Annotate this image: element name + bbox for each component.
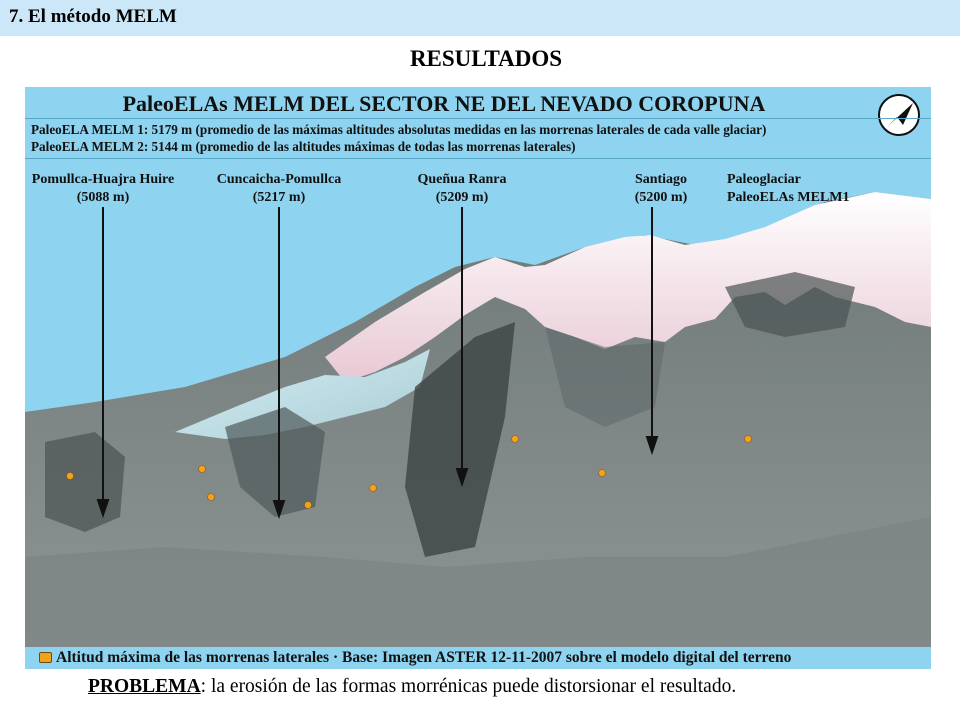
- valley-shadow-2: [225, 407, 325, 517]
- valley-name: Queñua Ranra: [417, 172, 507, 187]
- info-box: PaleoELA MELM 1: 5179 m (promedio de las…: [25, 118, 931, 159]
- moraine-marker: [207, 493, 215, 501]
- moraine-marker: [369, 484, 377, 492]
- valley-name: Cuncaicha-Pomullca: [216, 172, 342, 187]
- terrain-illustration: [25, 192, 931, 647]
- footer-note: PROBLEMA: la erosión de las formas morré…: [88, 676, 736, 698]
- figure-caption: Altitud máxima de las morrenas laterales…: [56, 649, 792, 666]
- north-arrow-icon: [878, 94, 920, 136]
- moraine-marker: [66, 472, 74, 480]
- arrow-head-cuncaicha: [272, 500, 286, 520]
- valley-label-santiago: Santiago (5200 m): [613, 171, 709, 207]
- legend-line: Paleoglaciar: [727, 172, 801, 187]
- moraine-marker: [304, 501, 312, 509]
- figure-caption-bar: Altitud máxima de las morrenas laterales…: [25, 647, 931, 669]
- paleoglaciar-legend-label: Paleoglaciar PaleoELAs MELM1: [727, 171, 850, 207]
- foreground-plain: [25, 517, 931, 647]
- terrain-figure: PaleoELAs MELM DEL SECTOR NE DEL NEVADO …: [25, 87, 931, 669]
- valley-shadow-1: [45, 432, 125, 532]
- valley-altitude: (5200 m): [634, 190, 688, 205]
- valley-name: Pomullca-Huajra Huire: [31, 172, 175, 187]
- problem-text: : la erosión de las formas morrénicas pu…: [200, 676, 737, 697]
- moraine-markers: [66, 435, 752, 509]
- info-line-melm1: PaleoELA MELM 1: 5179 m (promedio de las…: [31, 122, 767, 137]
- arrow-head-santiago: [645, 436, 659, 456]
- valley-label-quenua: Queñua Ranra (5209 m): [402, 171, 522, 207]
- valley-shadow-3: [405, 322, 515, 557]
- arrow-head-pomullca: [96, 499, 110, 519]
- ice-ridge: [175, 349, 430, 439]
- snow-cap: [325, 192, 931, 382]
- valley-name: Santiago: [634, 172, 688, 187]
- valley-shadow-4: [725, 272, 855, 337]
- slide-title: RESULTADOS: [409, 46, 563, 71]
- valley-label-pomullca: Pomullca-Huajra Huire (5088 m): [28, 171, 178, 207]
- section-header-bar: 7. El método MELM: [0, 0, 960, 36]
- valley-shadow-5: [545, 327, 665, 427]
- info-line-melm2: PaleoELA MELM 2: 5144 m (promedio de las…: [31, 139, 576, 154]
- figure-title: PaleoELAs MELM DEL SECTOR NE DEL NEVADO …: [122, 91, 766, 116]
- arrow-head-quenua: [455, 468, 469, 488]
- valley-arrows: [96, 207, 659, 520]
- moraine-marker: [744, 435, 752, 443]
- moraine-marker: [198, 465, 206, 473]
- valley-altitude: (5217 m): [252, 190, 306, 205]
- legend-line: PaleoELAs MELM1: [727, 190, 850, 205]
- moraine-marker: [511, 435, 519, 443]
- moraine-marker: [598, 469, 606, 477]
- valley-label-cuncaicha: Cuncaicha-Pomullca (5217 m): [209, 171, 349, 207]
- moraine-swatch-icon: [39, 652, 52, 663]
- section-title: 7. El método MELM: [9, 6, 177, 27]
- valley-altitude: (5088 m): [76, 190, 130, 205]
- valley-altitude: (5209 m): [435, 190, 489, 205]
- problem-label: PROBLEMA: [88, 676, 201, 697]
